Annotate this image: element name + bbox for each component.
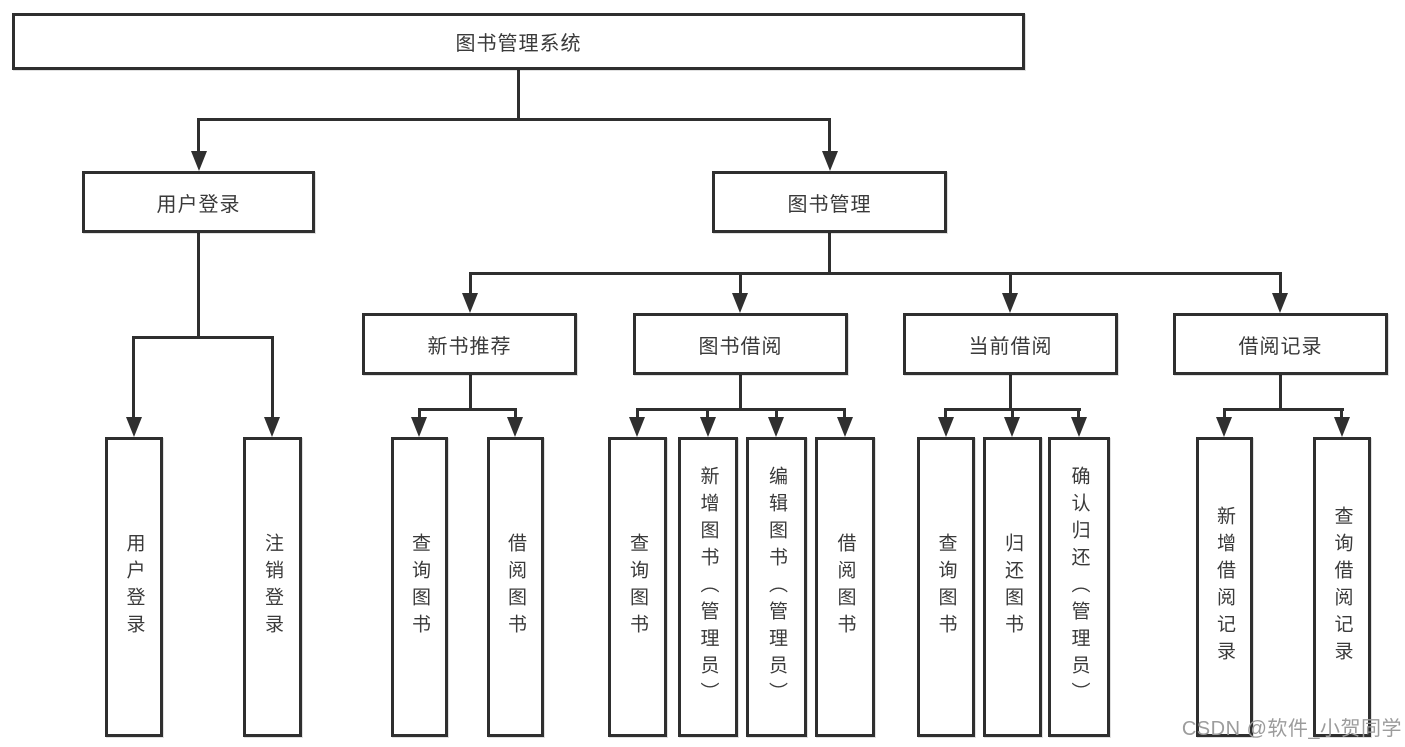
arrow-down-icon [1002,293,1018,313]
connector-line [828,118,831,151]
node-label: 图书管理系统 [455,33,582,55]
arrow-down-icon [938,417,954,437]
connector-line [1279,375,1282,408]
node-label: 借阅图书 [505,533,526,641]
node-book-borrowing: 图书借阅 [633,313,848,375]
connector-line [636,408,846,411]
node-leaf-add-borrow-record: 新增借阅记录 [1196,437,1253,737]
connector-line [944,408,947,417]
connector-line [1223,408,1226,417]
node-label: 查询图书 [409,533,430,641]
connector-line [828,233,831,272]
node-label: 注销登录 [262,533,283,641]
connector-line [739,272,742,293]
node-label: 当前借阅 [968,335,1053,358]
arrow-down-icon [1272,293,1288,313]
arrow-down-icon [1334,417,1350,437]
node-label: 查询图书 [935,533,957,641]
node-leaf-edit-book-admin: 编辑图书（管理员） [746,437,807,737]
arrow-down-icon [264,417,280,437]
node-leaf-query-books-borrow: 查询图书 [608,437,667,737]
arrow-down-icon [462,293,478,313]
csdn-watermark: CSDN @软件_小贺同学 [1181,718,1402,740]
connector-line [843,408,846,417]
arrow-down-icon [126,417,142,437]
node-borrowing-records: 借阅记录 [1173,313,1388,375]
connector-line [1009,272,1012,293]
arrow-down-icon [191,151,207,171]
arrow-down-icon [732,293,748,313]
arrow-down-icon [1071,417,1087,437]
connector-line [1279,272,1282,293]
arrow-down-icon [629,417,645,437]
connector-line [706,408,709,417]
arrow-down-icon [1216,417,1232,437]
connector-line [1009,375,1012,408]
arrow-down-icon [822,151,838,171]
connector-line [132,336,135,417]
node-new-book-recommend: 新书推荐 [362,313,577,375]
node-user-login: 用户登录 [82,171,315,233]
connector-line [418,408,421,417]
node-leaf-add-book-admin: 新增图书（管理员） [678,437,738,737]
node-leaf-confirm-return-admin: 确认归还（管理员） [1048,437,1110,737]
node-label: 借阅记录 [1238,335,1323,358]
node-label: 确认归还（管理员） [1068,465,1090,709]
connector-line [514,408,517,417]
node-library-management-system: 图书管理系统 [12,13,1025,70]
connector-line [197,118,831,121]
connector-line [775,408,778,417]
arrow-down-icon [700,417,716,437]
node-label: 图书借阅 [698,335,783,358]
node-leaf-return-books: 归还图书 [983,437,1042,737]
node-label: 查询图书 [627,533,648,641]
connector-line [469,272,472,293]
connector-line [1011,408,1014,417]
node-label: 归还图书 [1002,533,1023,641]
node-label: 用户登录 [156,193,241,216]
connector-line [1340,408,1343,417]
node-leaf-query-books-recommend: 查询图书 [391,437,448,737]
node-label: 借阅图书 [834,533,856,641]
node-book-management: 图书管理 [712,171,947,233]
node-label: 编辑图书（管理员） [766,465,787,709]
node-label: 新书推荐 [427,335,512,358]
arrow-down-icon [768,417,784,437]
node-label: 用户登录 [123,533,145,641]
node-leaf-query-books-current: 查询图书 [917,437,975,737]
arrow-down-icon [1004,417,1020,437]
connector-line [1223,408,1344,411]
node-label: 新增图书（管理员） [697,465,719,709]
node-label: 查询借阅记录 [1331,506,1353,668]
arrow-down-icon [507,417,523,437]
node-current-borrowing: 当前借阅 [903,313,1118,375]
arrow-down-icon [837,417,853,437]
connector-line [469,375,472,408]
node-leaf-query-borrow-record: 查询借阅记录 [1313,437,1371,737]
connector-line [132,336,274,339]
arrow-down-icon [411,417,427,437]
connector-line [739,375,742,408]
connector-line [517,70,520,118]
node-leaf-logout: 注销登录 [243,437,302,737]
connector-line [197,118,200,151]
connector-line [469,272,1282,275]
node-leaf-borrow-books-recommend: 借阅图书 [487,437,544,737]
node-label: 新增借阅记录 [1214,506,1235,668]
node-leaf-user-login: 用户登录 [105,437,163,737]
connector-line [197,233,200,336]
connector-line [271,336,274,417]
connector-line [1077,408,1080,417]
node-label: 图书管理 [787,193,872,216]
connector-line [418,408,517,411]
node-leaf-borrow-books: 借阅图书 [815,437,875,737]
connector-line [636,408,639,417]
